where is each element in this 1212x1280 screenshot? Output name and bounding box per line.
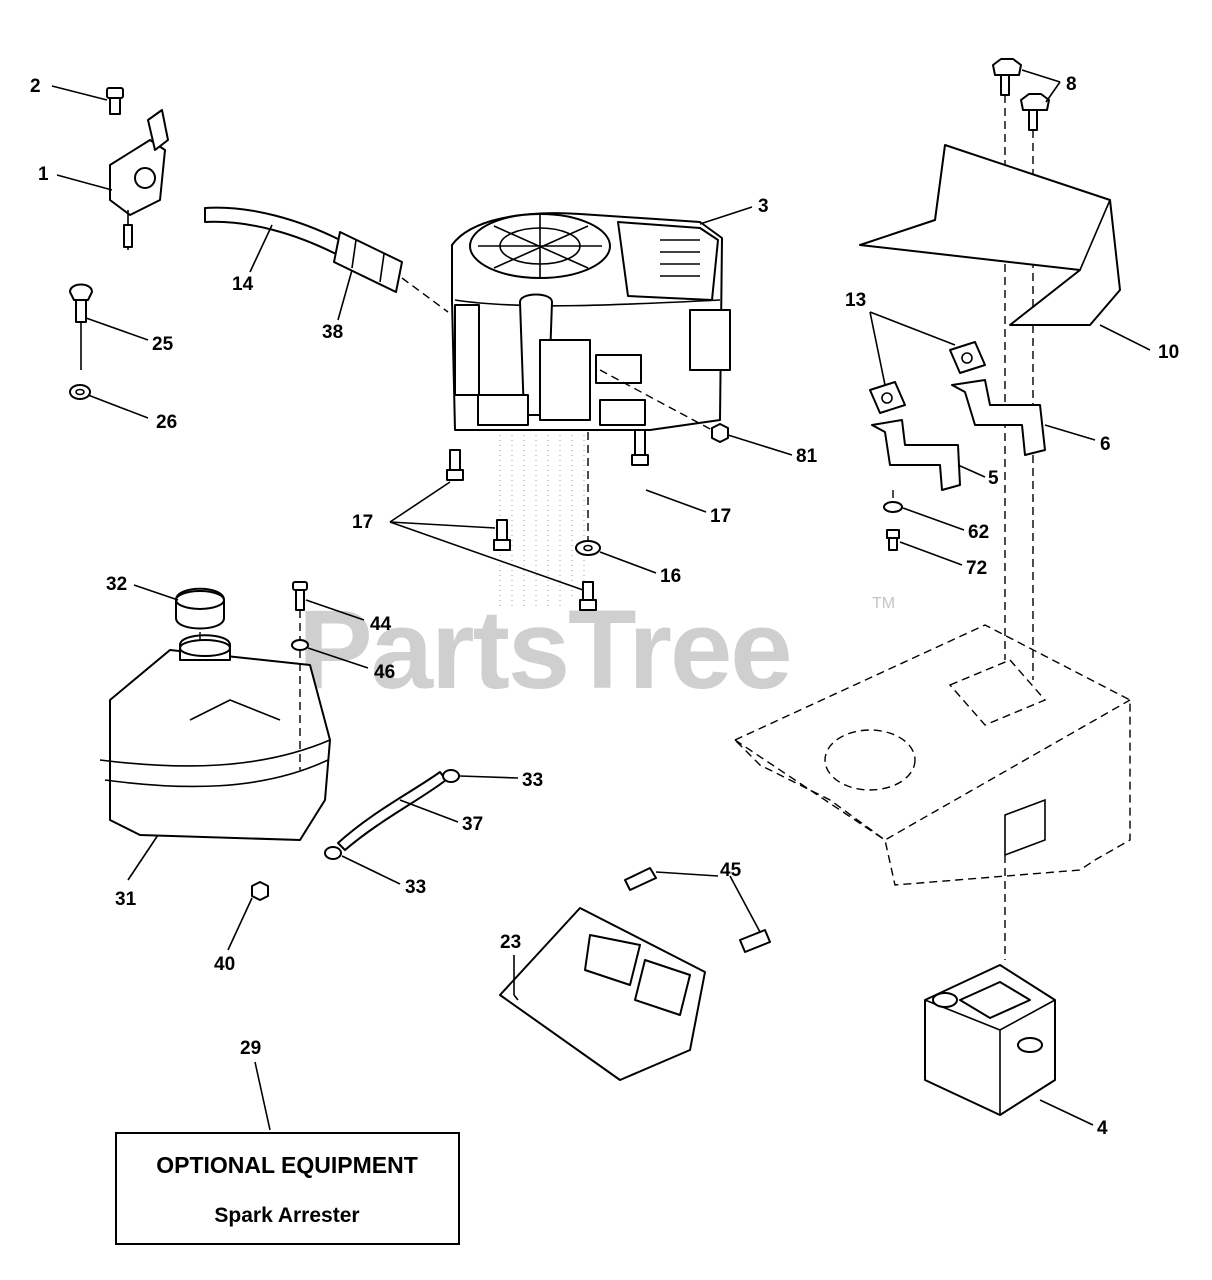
part-nut-81 — [711, 423, 729, 443]
callout-29: 29 — [240, 1038, 261, 1059]
callout-72: 72 — [966, 558, 987, 579]
part-gaskets-13 — [869, 341, 986, 414]
callout-8: 8 — [1066, 74, 1077, 95]
callout-25: 25 — [152, 334, 174, 355]
callout-4: 4 — [1097, 1118, 1108, 1139]
watermark-trademark: TM — [872, 595, 895, 612]
part-engine-3 — [451, 212, 731, 431]
part-exhaust-pipe-6 — [951, 379, 1046, 456]
callout-3: 3 — [758, 196, 769, 217]
part-nut-40 — [251, 881, 269, 901]
callout-2: 2 — [30, 76, 41, 97]
callout-1: 1 — [38, 164, 49, 185]
part-muffler-4 — [924, 964, 1056, 1116]
part-fuel-filter-38 — [333, 231, 403, 293]
part-clamp-33-lower — [324, 846, 342, 860]
optional-equipment-box: OPTIONAL EQUIPMENT Spark Arrester — [115, 1132, 460, 1245]
part-washer-26 — [69, 384, 91, 400]
callout-26: 26 — [156, 412, 177, 433]
callout-23: 23 — [500, 932, 521, 953]
optional-equipment-subtitle: Spark Arrester — [214, 1204, 359, 1227]
callout-46: 46 — [374, 662, 395, 683]
callout-81: 81 — [796, 446, 818, 467]
callout-labels: 2 1 3 14 38 25 26 8 10 13 6 5 62 72 81 1… — [30, 74, 1179, 1139]
callout-5: 5 — [988, 468, 999, 489]
callout-33-upper: 33 — [522, 770, 543, 791]
callout-10: 10 — [1158, 342, 1179, 363]
part-throttle-control — [109, 109, 169, 250]
watermark-text: PartsTree — [298, 587, 791, 712]
callout-40: 40 — [214, 954, 235, 975]
part-knobs-8 — [992, 58, 1050, 131]
part-exhaust-pipe-5 — [871, 419, 961, 491]
callout-17-right: 17 — [710, 506, 731, 527]
callout-16: 16 — [660, 566, 681, 587]
callout-14: 14 — [232, 274, 254, 295]
callout-13: 13 — [845, 290, 866, 311]
part-clamp-33-upper — [442, 769, 460, 783]
callout-6: 6 — [1100, 434, 1111, 455]
part-bolt-72 — [886, 529, 900, 551]
optional-equipment-title: OPTIONAL EQUIPMENT — [156, 1152, 418, 1178]
part-washer-46 — [291, 639, 309, 651]
callout-44: 44 — [370, 614, 392, 635]
callout-33-lower: 33 — [405, 877, 426, 898]
part-washer-62 — [883, 501, 903, 513]
part-washer-16 — [575, 540, 601, 556]
part-shield-23 — [499, 907, 706, 1081]
part-screws-45 — [624, 867, 771, 953]
part-heat-shield-10 — [859, 144, 1121, 326]
part-frame-deck — [733, 624, 1131, 886]
part-fuel-hose-14 — [204, 206, 341, 255]
callout-37: 37 — [462, 814, 483, 835]
part-fuel-line-37 — [337, 771, 447, 851]
callout-38: 38 — [322, 322, 343, 343]
part-screw-2 — [106, 87, 124, 115]
leader-lines — [51, 69, 1151, 1131]
callout-62: 62 — [968, 522, 989, 543]
callout-32: 32 — [106, 574, 127, 595]
part-fuel-cap-32 — [175, 587, 225, 630]
part-screw-44 — [292, 581, 308, 611]
mount-guide-dots — [499, 430, 585, 610]
part-bolts-17 — [446, 429, 649, 611]
callout-45: 45 — [720, 860, 742, 881]
callout-17-left: 17 — [352, 512, 373, 533]
part-fuel-tank-31 — [99, 634, 331, 841]
callout-31: 31 — [115, 889, 137, 910]
part-knob-25 — [69, 283, 93, 370]
